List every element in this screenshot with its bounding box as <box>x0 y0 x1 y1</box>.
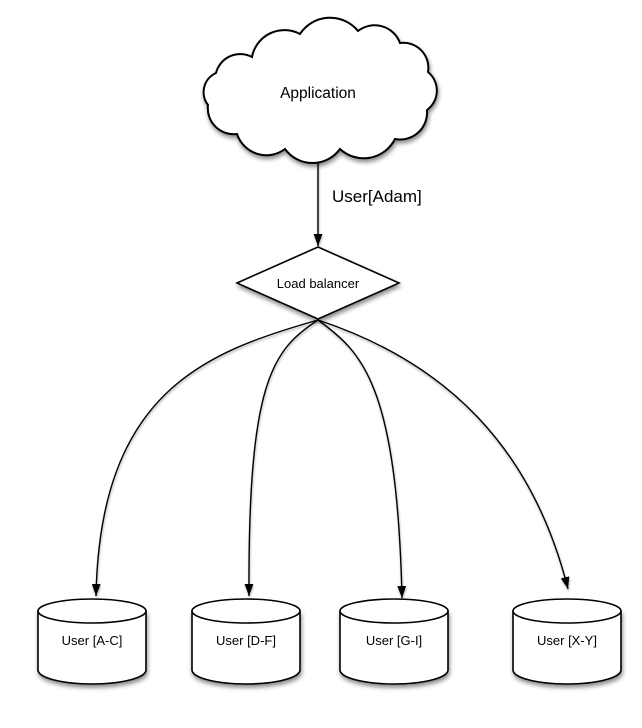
cylinder-top-3 <box>339 598 449 624</box>
cylinder-body-1 <box>37 610 147 685</box>
application-cloud-node: Application <box>202 16 438 165</box>
edge-loadbalancer-to-shard-1 <box>91 319 319 597</box>
cylinder-body-4 <box>512 610 622 685</box>
edge-label-user-adam: User[Adam] <box>332 187 422 206</box>
shard-label-3: User [G-I] <box>366 633 422 648</box>
shard-node-3: User [G-I] <box>339 598 449 685</box>
shard-node-2: User [D-F] <box>191 598 301 685</box>
edge-loadbalancer-to-shard-4 <box>317 319 570 590</box>
shard-node-4: User [X-Y] <box>512 598 622 685</box>
application-label: Application <box>280 85 356 102</box>
edge-loadbalancer-to-shard-2 <box>244 319 319 597</box>
shard-node-1: User [A-C] <box>37 598 147 685</box>
cylinder-top-1 <box>37 598 147 624</box>
shard-label-1: User [A-C] <box>62 633 123 648</box>
shard-label-2: User [D-F] <box>216 633 276 648</box>
cylinder-top-2 <box>191 598 301 624</box>
edges-group <box>91 157 570 599</box>
load-balancer-node: Load balancer <box>235 246 401 320</box>
cylinder-body-2 <box>191 610 301 685</box>
shard-label-4: User [X-Y] <box>537 633 597 648</box>
cylinder-body-3 <box>339 610 449 685</box>
cylinder-top-4 <box>512 598 622 624</box>
edge-loadbalancer-to-shard-3 <box>317 319 407 599</box>
cloud-shape <box>202 16 438 165</box>
load-balancer-label: Load balancer <box>277 276 360 291</box>
diamond-shape <box>235 246 401 320</box>
